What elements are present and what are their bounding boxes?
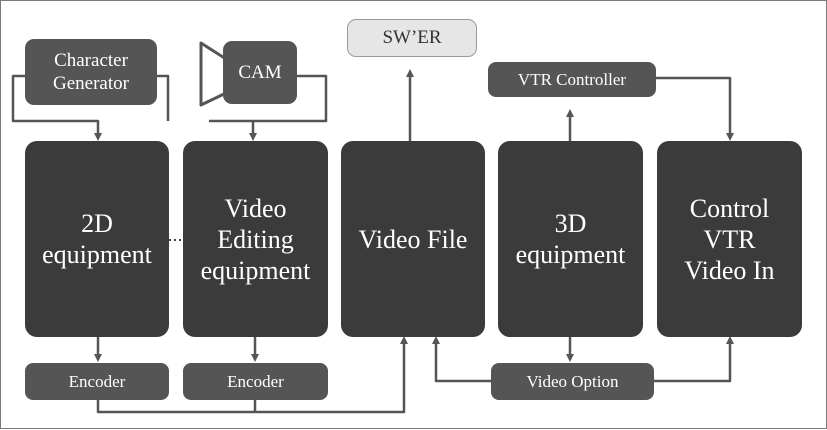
character-generator-node: Character Generator bbox=[25, 39, 157, 105]
3d-equipment-node: 3D equipment bbox=[498, 141, 643, 337]
encoders-to-videofile bbox=[96, 336, 408, 414]
cam-left-wire bbox=[209, 119, 257, 141]
cg-left-wire bbox=[11, 74, 102, 141]
cam-right-wire bbox=[253, 74, 328, 123]
option-to-videofile bbox=[432, 336, 491, 383]
cg-right-wire bbox=[157, 74, 170, 121]
cam-node: CAM bbox=[223, 41, 297, 104]
encoder-node-2: Encoder bbox=[183, 363, 328, 400]
control-vtr-node: Control VTR Video In bbox=[657, 141, 802, 337]
video-editing-node: Video Editing equipment bbox=[183, 141, 328, 337]
video-file-node: Video File bbox=[341, 141, 485, 337]
video-option-node: Video Option bbox=[491, 363, 654, 400]
encoder-node-1: Encoder bbox=[25, 363, 169, 400]
vtr-controller-to-control bbox=[656, 76, 734, 141]
2d-equipment-node: 2D equipment bbox=[25, 141, 169, 337]
swer-node: SW’ER bbox=[347, 19, 477, 57]
vtr-controller-node: VTR Controller bbox=[488, 62, 656, 97]
option-to-control-vtr bbox=[654, 336, 734, 383]
